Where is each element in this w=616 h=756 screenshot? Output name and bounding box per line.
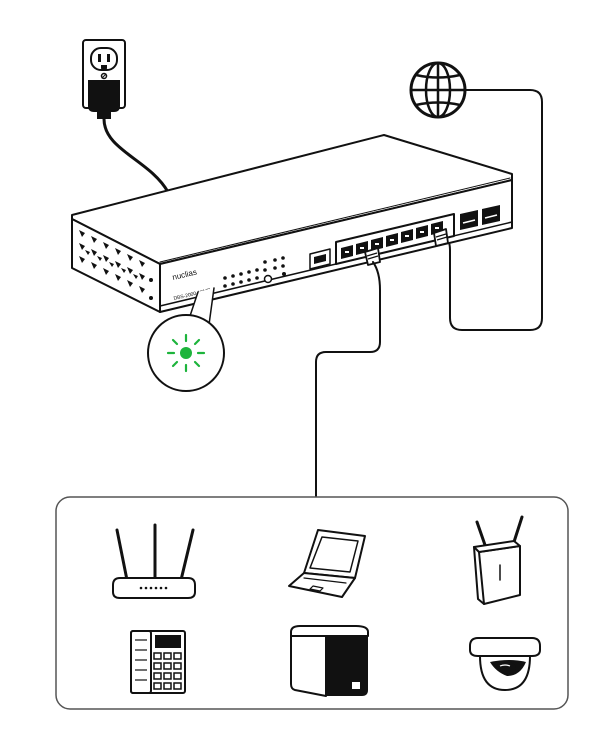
- nas-icon: [290, 625, 369, 697]
- reset-button: [263, 274, 273, 284]
- network-switch: nuclias DBS-2000-10MP: [71, 134, 513, 313]
- console-port: [309, 248, 331, 270]
- uplink-cable: [441, 89, 543, 331]
- led-icon: [147, 314, 225, 392]
- lte-router-icon: [473, 515, 524, 605]
- vent-grille: [79, 230, 153, 300]
- dome-camera-icon: [469, 637, 541, 691]
- lan-cable: [315, 261, 381, 498]
- plug-connector-wan: [433, 228, 449, 247]
- sfp-ports: [460, 205, 500, 230]
- port-led-array: [223, 256, 285, 288]
- power-plug-icon: [88, 80, 120, 119]
- globe-icon: [409, 61, 467, 119]
- laptop-icon: [288, 529, 366, 598]
- ip-phone-icon: [130, 630, 186, 694]
- wireless-router-icon: [112, 523, 196, 599]
- power-cable: [102, 117, 170, 194]
- plug-connector-lan: [364, 247, 381, 266]
